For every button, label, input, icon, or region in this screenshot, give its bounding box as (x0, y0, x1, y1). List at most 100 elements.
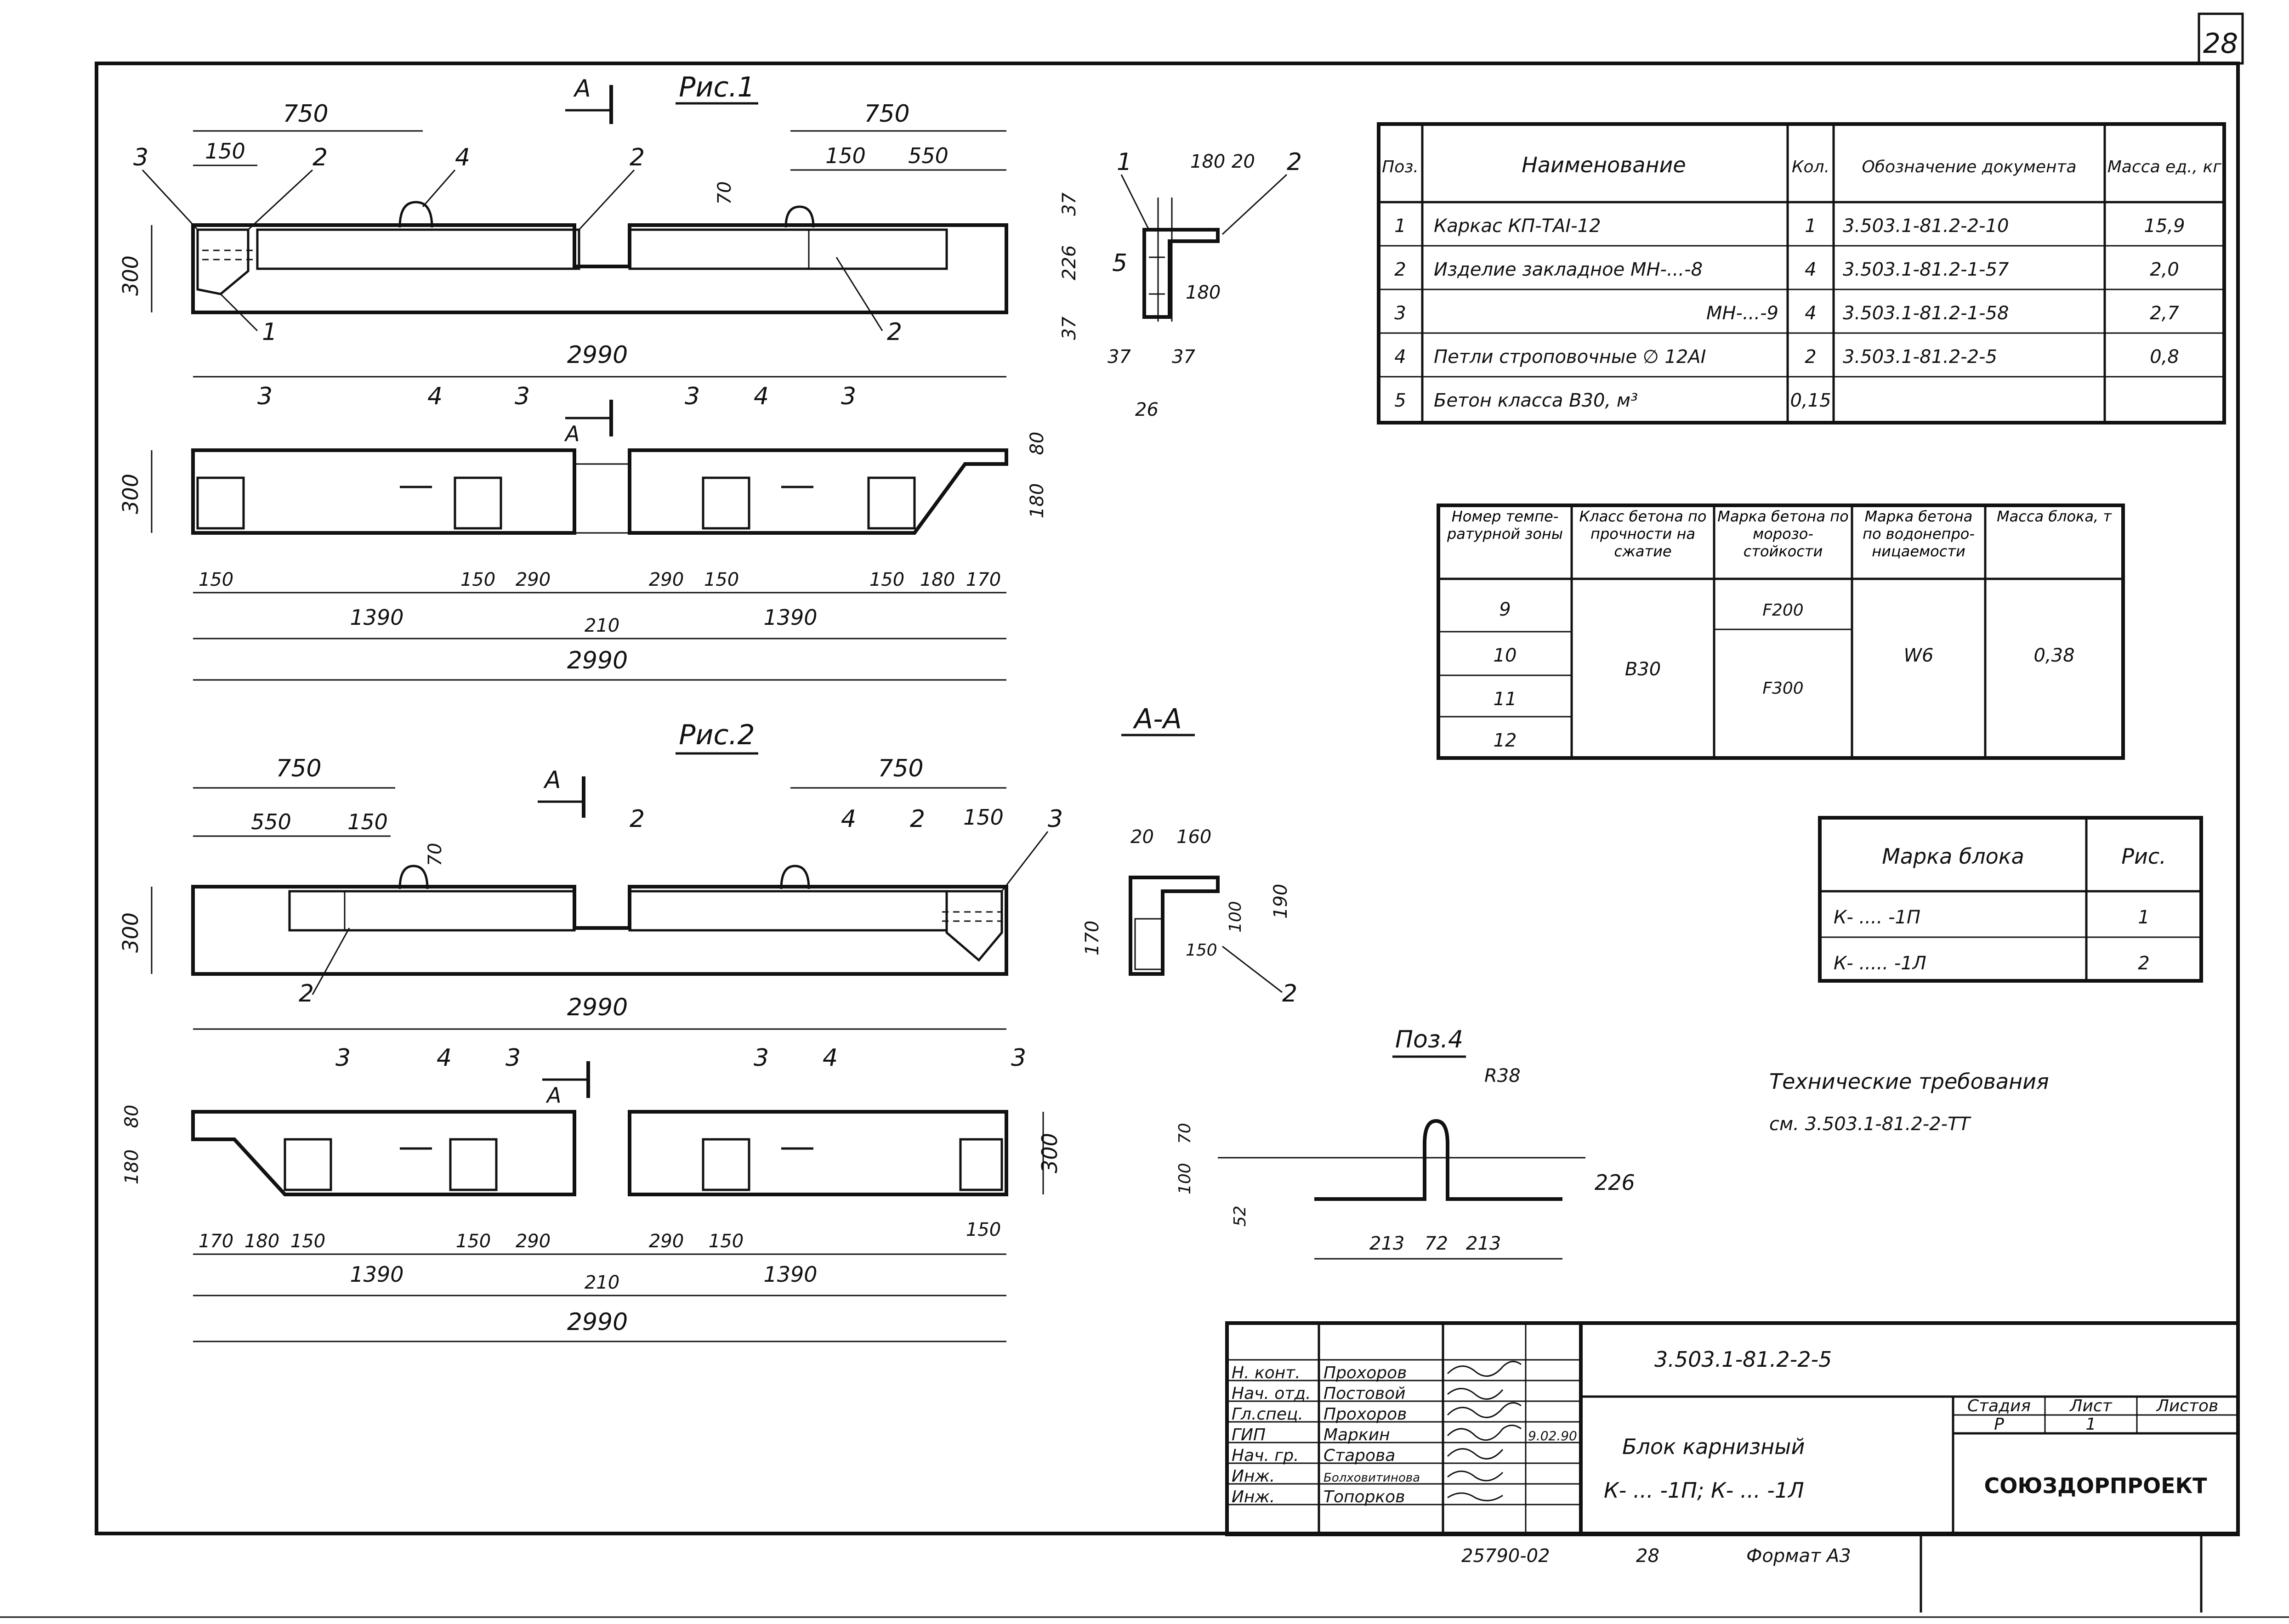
fig1-dim-300: 300 (118, 255, 143, 296)
spec-h-qty: Кол. (1792, 158, 1829, 176)
pos4-title: Поз.4 (1395, 1026, 1463, 1053)
concrete-table: Номер темпе-ратурной зоны Класс бетона п… (1437, 504, 2125, 760)
tb-name-line2: К- ... -1П; К- ... -1Л (1604, 1478, 1804, 1503)
tb-role-5: Нач. гр. (1232, 1446, 1299, 1465)
fig2-plan-dim-300: 300 (1037, 1133, 1062, 1173)
tb-stage-label: Стадия (1967, 1397, 2031, 1415)
fig2-plan-pos4a: 4 (437, 1044, 452, 1072)
tb-sheet-label: Лист (2069, 1397, 2112, 1415)
footer-inv: 25790-02 (1461, 1545, 1550, 1567)
fig2-plan-b2990: 2990 (567, 1308, 628, 1336)
fig1-plan-b150c: 150 (704, 569, 739, 590)
fig1-loop-left (398, 201, 433, 228)
fig2-plan-b170: 170 (199, 1231, 233, 1252)
fig2-dim-150b: 150 (963, 805, 1004, 830)
tb-name-7: Топорков (1323, 1488, 1405, 1506)
concrete-frost-f200: F200 (1762, 601, 1803, 620)
section-aa-top-5: 5 (1112, 249, 1127, 277)
block-table: Марка блока Рис. К- .... -1П 1 К- ..... … (1818, 816, 2203, 983)
fig2-dim-70: 70 (425, 843, 446, 866)
fig1-plan-pos4b: 4 (754, 383, 769, 410)
tech-req-line2: см. 3.503.1-81.2-2-ТТ (1769, 1114, 1972, 1135)
fig1-plan-b180: 180 (920, 569, 955, 590)
spec-r4-mass: 0,8 (2150, 346, 2179, 368)
pos4: Поз.4 R38 226 70 100 52 213 72 213 (1176, 1026, 1635, 1260)
spec-table: Поз. Наименование Кол. Обозначение докум… (1377, 122, 2226, 424)
pos4-72: 72 (1425, 1233, 1448, 1254)
spec-r2-mass: 2,0 (2150, 259, 2179, 280)
spec-r3-name: МН-...-9 (1706, 303, 1778, 324)
fig1-plan-b150d: 150 (869, 569, 904, 590)
fig1-pos4: 4 (455, 144, 470, 171)
fig1-loop-right (784, 205, 815, 228)
fig1-plan-b150a: 150 (199, 569, 233, 590)
fig2-plan-b290b: 290 (649, 1231, 684, 1252)
fig1-plan-dim-300: 300 (118, 474, 143, 514)
fig2-plan-b180: 180 (244, 1231, 279, 1252)
fig1: Рис.1 А 750 150 750 150 550 70 300 2990 … (118, 71, 1048, 681)
fig2-dim-750b: 750 (878, 755, 923, 782)
tb-role-7: Инж. (1232, 1488, 1275, 1506)
fig1-pos2a: 2 (312, 144, 328, 171)
spec-r4-qty: 2 (1805, 346, 1816, 368)
section-aa-top-180: 180 (1190, 151, 1225, 172)
fig2-cut-a-plan: А (545, 1083, 561, 1108)
concrete-h-strength: Класс бетона по прочности на сжатие (1579, 508, 1707, 560)
tb-org: СОЮЗДОРПРОЕКТ (1984, 1473, 2207, 1498)
fig1-plan-pos3d: 3 (841, 383, 856, 410)
pos4-r38: R38 (1484, 1065, 1521, 1086)
tb-doc-code: 3.503.1-81.2-2-5 (1654, 1347, 1832, 1372)
concrete-h-mass: Масса блока, т (1997, 508, 2112, 525)
section-aa-top-pos1: 1 (1117, 148, 1132, 176)
spec-r3-pos: 3 (1394, 303, 1406, 324)
pos4-52: 52 (1231, 1205, 1250, 1227)
fig1-plan-b210: 210 (585, 615, 619, 636)
section-aa-top-pos2: 2 (1287, 148, 1302, 176)
section-aa-bot-150: 150 (1186, 941, 1217, 960)
fig2-beam-plan-right (628, 1110, 1008, 1196)
section-aa-top-37a: 37 (1059, 192, 1080, 216)
fig2-dim-150a: 150 (347, 809, 388, 834)
fig1-title: Рис.1 (679, 71, 755, 103)
tb-name-4: Маркин (1323, 1426, 1390, 1444)
fig2-plan-b1390a: 1390 (350, 1262, 403, 1287)
section-aa-top-26: 26 (1135, 399, 1159, 420)
tech-req-line1: Технические требования (1769, 1069, 2049, 1094)
pos4-100: 100 (1176, 1163, 1194, 1194)
fig2-pos2c: 2 (299, 980, 314, 1007)
fig2-pos2b: 2 (910, 805, 925, 833)
section-aa-top-37d: 37 (1172, 346, 1195, 368)
fig1-dim-750-right: 750 (864, 100, 909, 128)
tb-name-5: Старова (1323, 1446, 1395, 1465)
pos4-226: 226 (1595, 1170, 1635, 1195)
pos4-loop-shape (1314, 1119, 1562, 1201)
block-r1-fig: 1 (2138, 907, 2149, 928)
tb-sheets-label: Листов (2156, 1397, 2218, 1415)
fig1-plan-b1390b: 1390 (763, 605, 817, 630)
fig2-cut-a: А (543, 766, 561, 794)
section-aa-top-shape (1142, 228, 1220, 319)
spec-r5-pos: 5 (1394, 390, 1406, 411)
block-h-fig: Рис. (2121, 844, 2166, 869)
spec-r1-doc: 3.503.1-81.2-2-10 (1843, 215, 2009, 237)
fig1-cut-a-plan: А (564, 421, 579, 446)
spec-h-doc: Обозначение документа (1862, 158, 2076, 176)
tb-name-2: Постовой (1323, 1384, 1406, 1403)
sheet-frame: 28 (0, 12, 2289, 1618)
fig1-dim-150-right: 150 (825, 143, 866, 168)
fig2-pos2a: 2 (630, 805, 645, 833)
spec-r5-name: Бетон класса B30, м³ (1434, 390, 1638, 411)
fig2-plan-b150b: 150 (456, 1231, 491, 1252)
section-aa-top-37c: 37 (1108, 346, 1131, 368)
tb-name-line1: Блок карнизный (1622, 1434, 1805, 1459)
fig2-plan-b210: 210 (585, 1272, 619, 1293)
concrete-h-zone: Номер темпе-ратурной зоны (1447, 508, 1563, 543)
spec-r2-qty: 4 (1805, 259, 1816, 280)
fig1-plan-pos3a: 3 (257, 383, 273, 410)
fig2-plan-dim-80: 80 (121, 1105, 142, 1128)
section-aa-bot-100: 100 (1226, 901, 1245, 933)
fig2-plan-pos3d: 3 (1011, 1044, 1026, 1072)
spec-r1-pos: 1 (1394, 215, 1406, 237)
fig2-beam-plan-left (191, 1110, 576, 1196)
fig1-pos3: 3 (133, 144, 148, 171)
